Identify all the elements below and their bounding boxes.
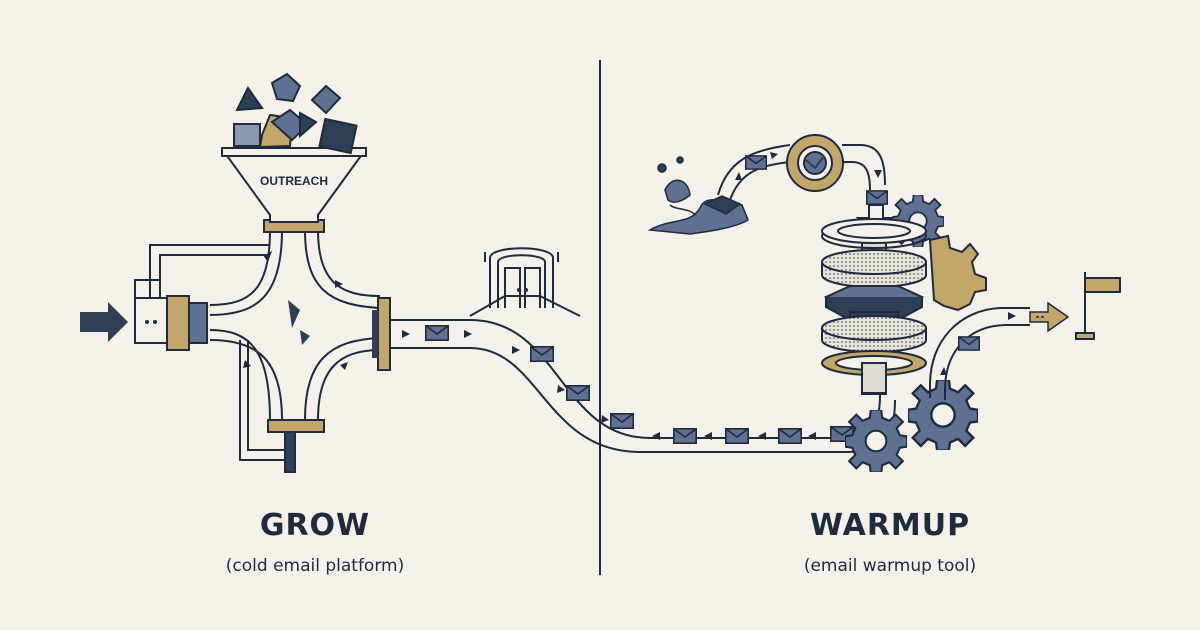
outlet-coupling [372, 297, 391, 371]
envelope-icon [566, 385, 590, 401]
splash-icon [647, 156, 749, 235]
intake-arrows [735, 152, 882, 180]
flag-icon [1075, 272, 1121, 340]
envelope-icon [673, 428, 697, 444]
input-arrow-icon [80, 302, 128, 342]
bypass-pipes [149, 244, 295, 461]
gear-icon [908, 380, 978, 450]
door-icon [469, 247, 581, 317]
warmup-subtitle: (email warmup tool) [803, 556, 977, 576]
inlet-coupling [166, 295, 208, 351]
filter-stack-icon [821, 218, 927, 395]
funnel-label: OUTREACH [260, 174, 328, 188]
envelope-icon [745, 155, 767, 170]
warmup-title: WARMUP [809, 508, 971, 543]
envelope-icon [425, 325, 449, 341]
gear-icon [845, 410, 907, 472]
email-pipeline [390, 319, 896, 453]
scattered-fragments [288, 300, 310, 345]
pipeline-arrows [402, 330, 816, 440]
lead-shapes [233, 72, 358, 155]
envelope-icon [958, 336, 980, 351]
envelope-icon [778, 428, 802, 444]
grow-title: GROW [259, 508, 371, 543]
output-arrow-icon [1029, 301, 1070, 333]
envelope-icon [530, 346, 554, 362]
exit-track [929, 307, 1030, 400]
pipeline-envelopes [425, 325, 854, 444]
envelope-icon [725, 428, 749, 444]
gear-icon [928, 234, 987, 312]
envelope-icon [866, 190, 888, 205]
exit-arrows [940, 312, 1016, 375]
bottom-coupling [267, 419, 325, 473]
grow-subtitle: (cold email platform) [225, 556, 405, 576]
intake-track [717, 144, 886, 201]
pipe-network-icon [209, 229, 381, 421]
funnel-icon: OUTREACH [221, 147, 367, 223]
spool-icon [786, 134, 844, 192]
envelope-icon [610, 413, 634, 429]
